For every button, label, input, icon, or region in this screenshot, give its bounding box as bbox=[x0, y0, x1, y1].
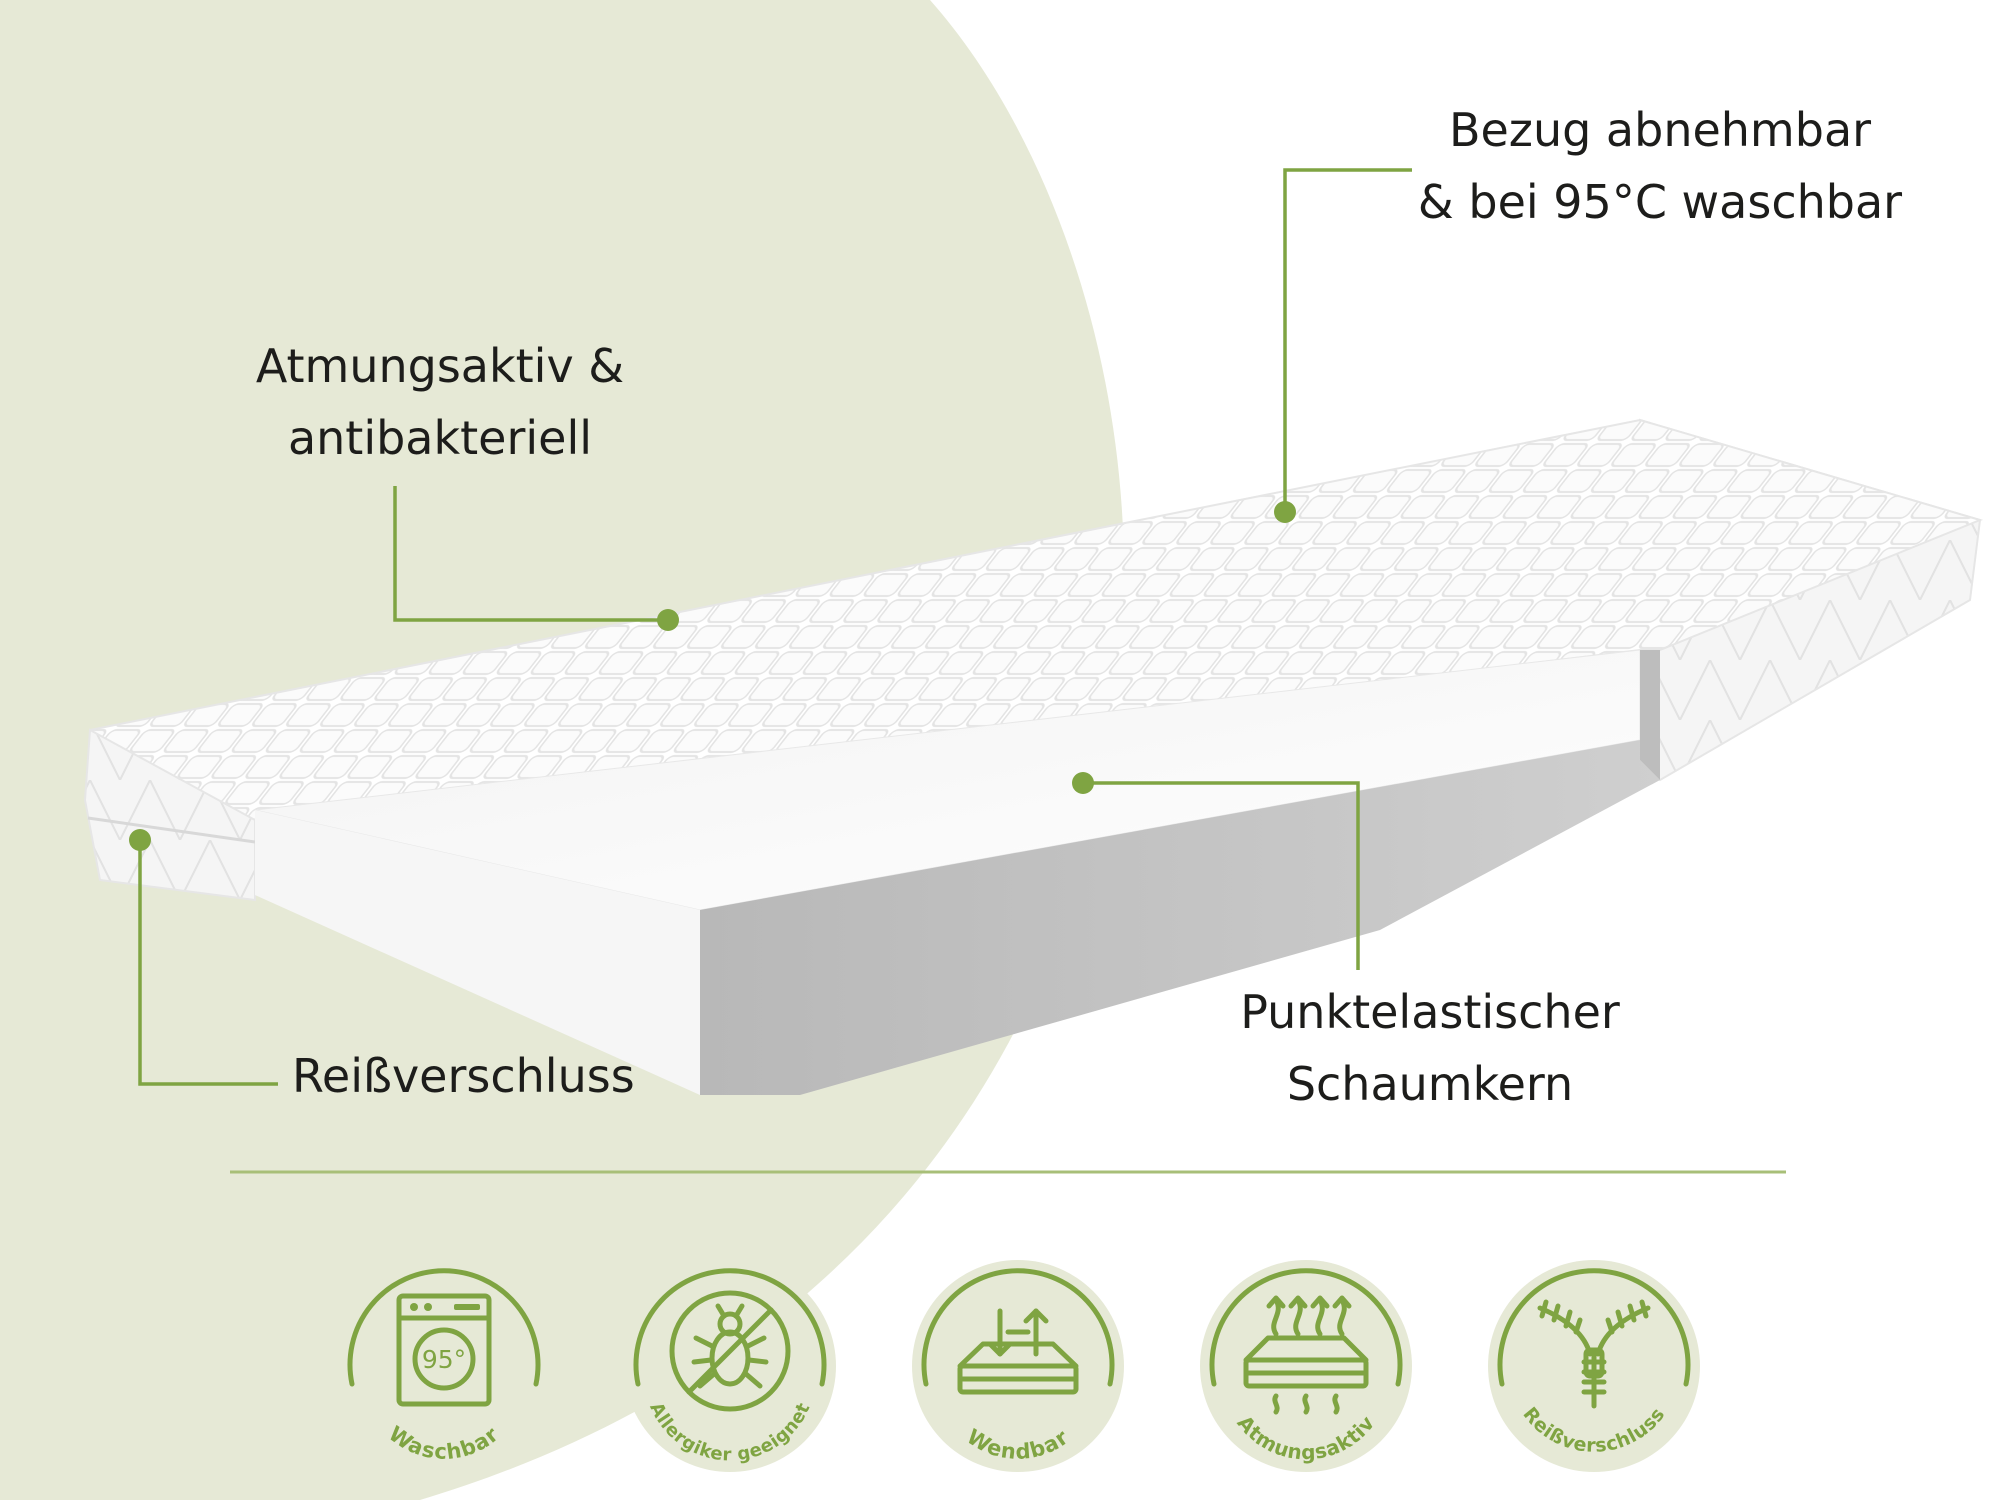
callout-bezug-line2: & bei 95°C waschbar bbox=[1417, 175, 1903, 229]
callout-bezug-line1: Bezug abnehmbar bbox=[1448, 103, 1872, 157]
callout-atmungsaktiv-line1: Atmungsaktiv & bbox=[255, 339, 625, 393]
feature-atmungsaktiv: Atmungsaktiv bbox=[1196, 1256, 1416, 1476]
callout-schaumkern-line2: Schaumkern bbox=[1286, 1057, 1574, 1111]
washing-machine-icon: 95° Waschbar bbox=[338, 1260, 550, 1472]
callout-atmungsaktiv-line2: antibakteriell bbox=[287, 411, 593, 465]
callout-schaumkern-line1: Punktelastischer bbox=[1240, 985, 1620, 1039]
callout-lines bbox=[138, 168, 1412, 1086]
callout-atmungsaktiv: Atmungsaktiv & antibakteriell bbox=[240, 330, 640, 474]
feature-wendbar: Wendbar bbox=[908, 1256, 1128, 1476]
zipper-icon: Reißverschluss bbox=[1488, 1260, 1700, 1472]
foam-core bbox=[254, 649, 1660, 1095]
wash-temperature-badge: 95° bbox=[422, 1345, 466, 1374]
callout-reissverschluss: Reißverschluss bbox=[292, 1040, 635, 1112]
feature-reissverschluss: Reißverschluss bbox=[1484, 1256, 1704, 1476]
callout-reissverschluss-line1: Reißverschluss bbox=[292, 1049, 635, 1103]
callout-schaumkern: Punktelastischer Schaumkern bbox=[1200, 976, 1660, 1120]
no-bug-icon: Allergiker geeignet bbox=[624, 1260, 836, 1472]
feature-allergiker-geeignet: Allergiker geeignet bbox=[620, 1256, 840, 1476]
callout-bezug: Bezug abnehmbar & bei 95°C waschbar bbox=[1380, 94, 1940, 238]
breathable-icon: Atmungsaktiv bbox=[1200, 1260, 1412, 1472]
feature-waschbar: 95° Waschbar bbox=[334, 1256, 554, 1476]
flip-mattress-icon: Wendbar bbox=[912, 1260, 1124, 1472]
callout-dots bbox=[129, 501, 1296, 851]
feature-icons-row: 95° Waschbar bbox=[0, 1240, 2000, 1500]
